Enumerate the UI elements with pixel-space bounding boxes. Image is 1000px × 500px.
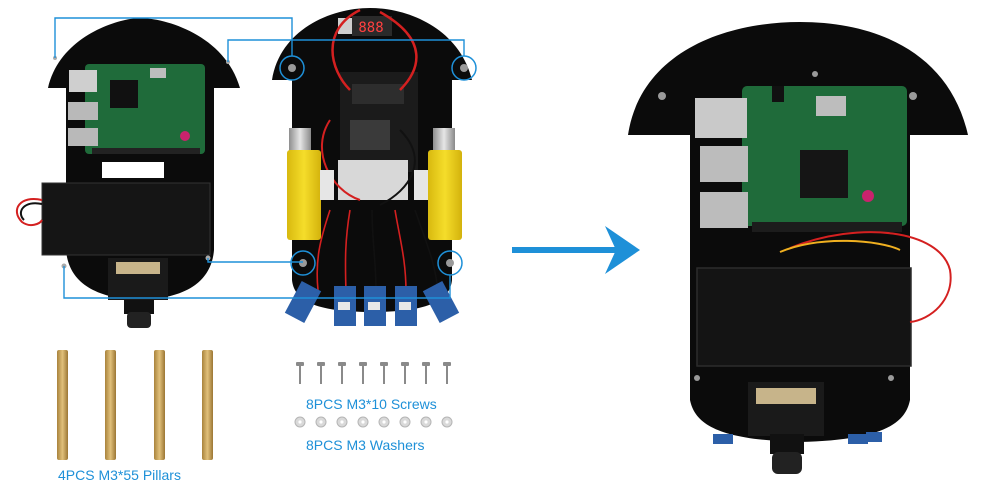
washers (294, 416, 453, 428)
right-motor (414, 128, 462, 240)
assembled-robot-car (628, 22, 968, 474)
left-motor (287, 128, 334, 240)
bottom-plate-middle: 888 (272, 8, 477, 326)
pillars-label: 4PCS M3*55 Pillars (58, 467, 181, 483)
screws-label: 8PCS M3*10 Screws (306, 396, 437, 412)
display-digits: 888 (358, 20, 383, 36)
top-plate-left (15, 18, 240, 328)
arrow-right-icon (512, 226, 640, 274)
assembled-camera (748, 382, 824, 474)
raspberry-pi-board (68, 64, 205, 154)
digital-display: 888 (338, 16, 392, 36)
washers-label: 8PCS M3 Washers (306, 437, 425, 453)
pillars (57, 350, 213, 460)
battery-box (41, 182, 211, 256)
assembled-battery-box (696, 267, 912, 367)
line-sensors (284, 280, 460, 326)
assembled-raspberry-pi (695, 86, 907, 232)
camera-module (108, 258, 168, 328)
motor-driver-board (338, 72, 418, 200)
alignment-lines (54, 17, 465, 299)
screws (296, 362, 451, 384)
